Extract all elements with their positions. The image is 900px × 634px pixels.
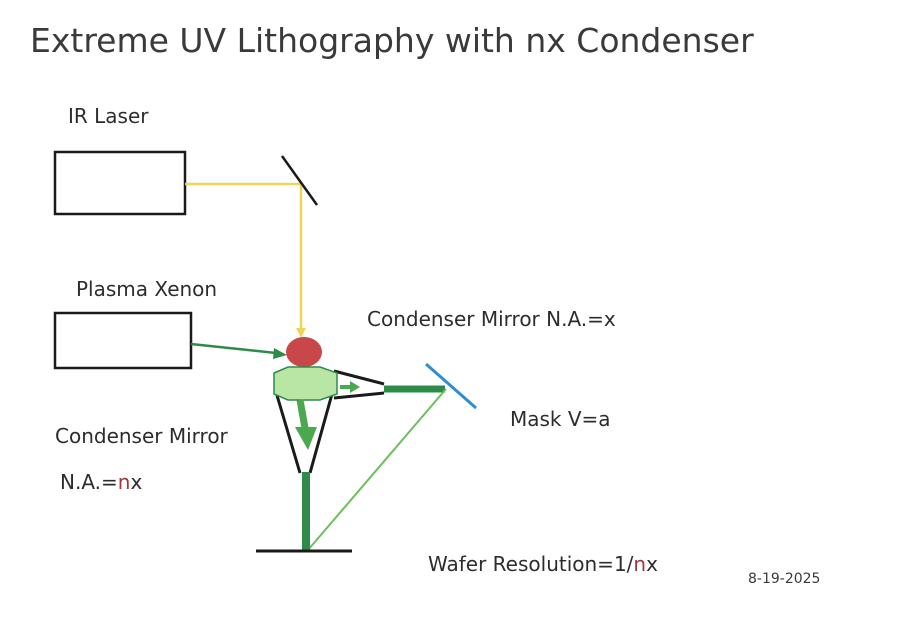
mask-mirror [425,362,477,410]
condenser-mirror-x-label: Condenser Mirror N.A.=x [367,307,616,331]
na-nx-prefix: N.A.= [60,470,118,494]
condenser-arm-left [274,391,302,474]
wafer-resolution-label: Wafer Resolution=1/nx [428,554,658,574]
ir-laser-beam-arrowhead [296,328,306,338]
na-nx-label: N.A.=nx [60,472,142,492]
condenser-arm-right [308,393,334,474]
page-title: Extreme UV Lithography with nx Condenser [30,21,754,60]
down-arrow-shaft [296,399,309,429]
condenser-inner-arrowhead [350,381,360,393]
plasma-xenon-label: Plasma Xenon [76,277,218,301]
ir-laser-label: IR Laser [68,104,149,128]
mask-to-wafer-beam [307,388,447,551]
na-nx-suffix: x [130,470,143,494]
plasma-euv-arrow [190,342,277,355]
wafer-suffix: x [646,552,658,576]
plasma-euv-arrowhead [273,348,287,359]
date-label: 8-19-2025 [748,571,821,587]
na-nx-n: n [117,470,131,494]
ir-laser-box [53,150,187,216]
plasma-xenon-box [53,311,193,370]
ir-laser-beam [185,182,303,333]
down-arrow-head [295,427,317,450]
fold-mirror [280,155,319,206]
wafer-n: n [633,552,647,576]
plasma-ball [286,337,322,367]
condenser-mirror-label: Condenser Mirror [55,424,228,448]
condenser-arm-bottom [333,391,385,400]
condenser-element [273,366,338,401]
mask-label: Mask V=a [510,407,611,431]
condenser-arm-top [333,369,385,386]
wafer-prefix: Wafer Resolution=1/ [428,552,634,576]
